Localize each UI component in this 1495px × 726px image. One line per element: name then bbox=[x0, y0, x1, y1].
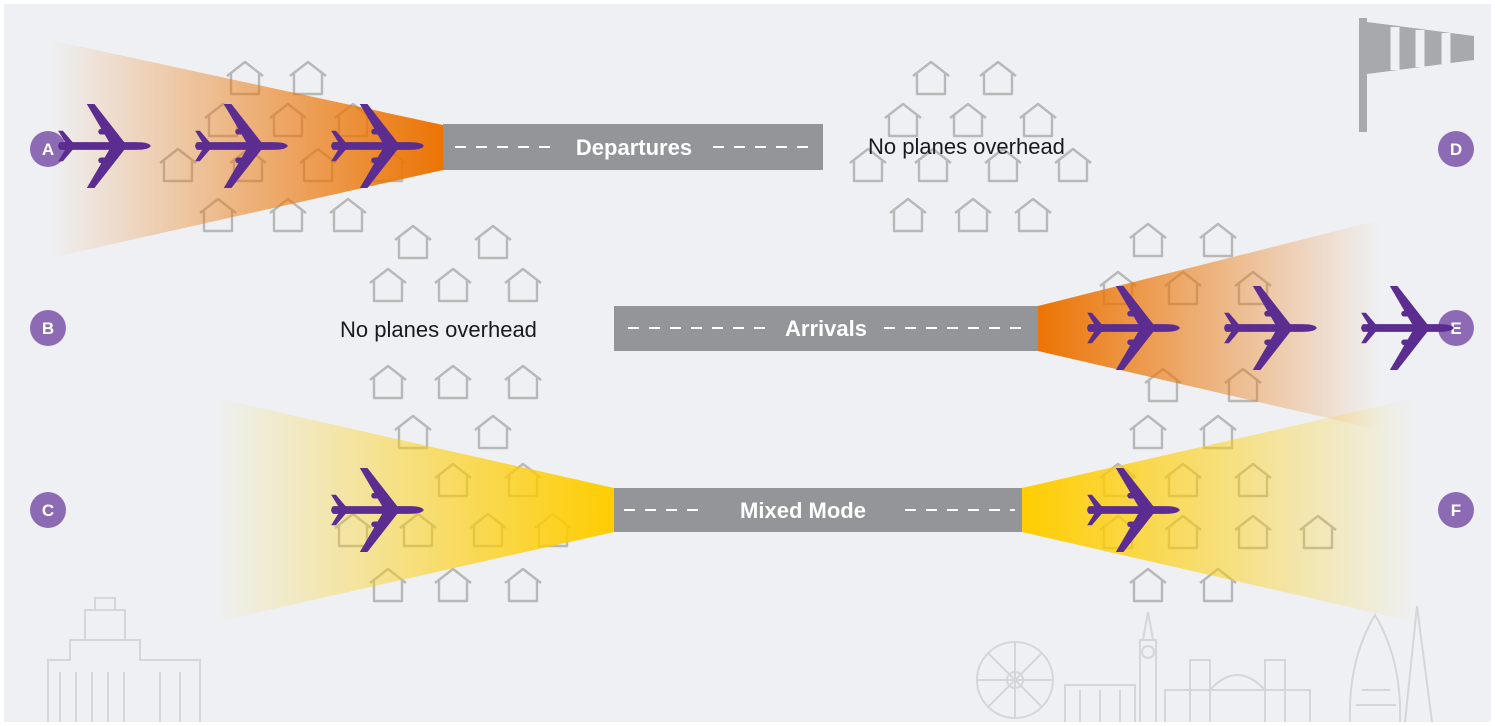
marker-a: A bbox=[30, 131, 66, 167]
mixed-mode-runway: Mixed Mode bbox=[614, 488, 1022, 532]
mixed-mode-runway-label: Mixed Mode bbox=[740, 498, 866, 523]
no-planes-overhead-note-top: No planes overhead bbox=[868, 134, 1065, 159]
no-planes-overhead-note-middle: No planes overhead bbox=[340, 317, 537, 342]
svg-text:A: A bbox=[42, 140, 54, 159]
london-skyline-icon bbox=[976, 605, 1433, 723]
svg-text:B: B bbox=[42, 319, 54, 338]
marker-e: E bbox=[1438, 310, 1474, 346]
arrivals-runway-label: Arrivals bbox=[785, 316, 867, 341]
arrivals-noise-cone bbox=[1038, 220, 1380, 430]
arrivals-runway: Arrivals bbox=[614, 306, 1038, 351]
marker-b: B bbox=[30, 310, 66, 346]
svg-text:C: C bbox=[42, 501, 54, 520]
departures-runway: Departures bbox=[443, 124, 823, 170]
castle-icon bbox=[47, 597, 201, 722]
mixed-mode-noise-cone-right bbox=[1022, 398, 1415, 622]
svg-text:E: E bbox=[1450, 319, 1461, 338]
departures-runway-label: Departures bbox=[576, 135, 692, 160]
marker-f: F bbox=[1438, 492, 1474, 528]
svg-text:F: F bbox=[1451, 501, 1461, 520]
svg-text:D: D bbox=[1450, 140, 1462, 159]
marker-c: C bbox=[30, 492, 66, 528]
windsock-icon bbox=[1359, 18, 1474, 132]
marker-d: D bbox=[1438, 131, 1474, 167]
